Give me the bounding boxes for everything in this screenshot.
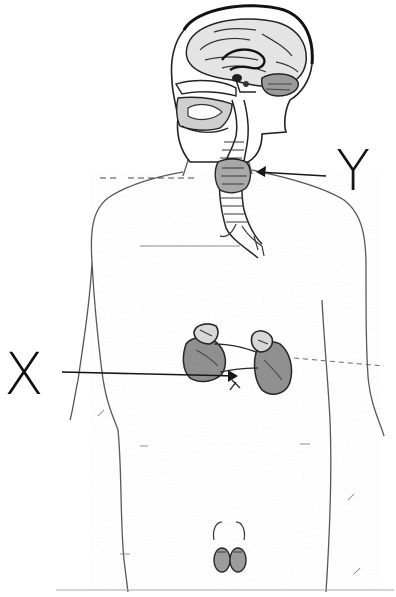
texture-overlay bbox=[90, 170, 380, 590]
label-x: X bbox=[4, 340, 44, 408]
